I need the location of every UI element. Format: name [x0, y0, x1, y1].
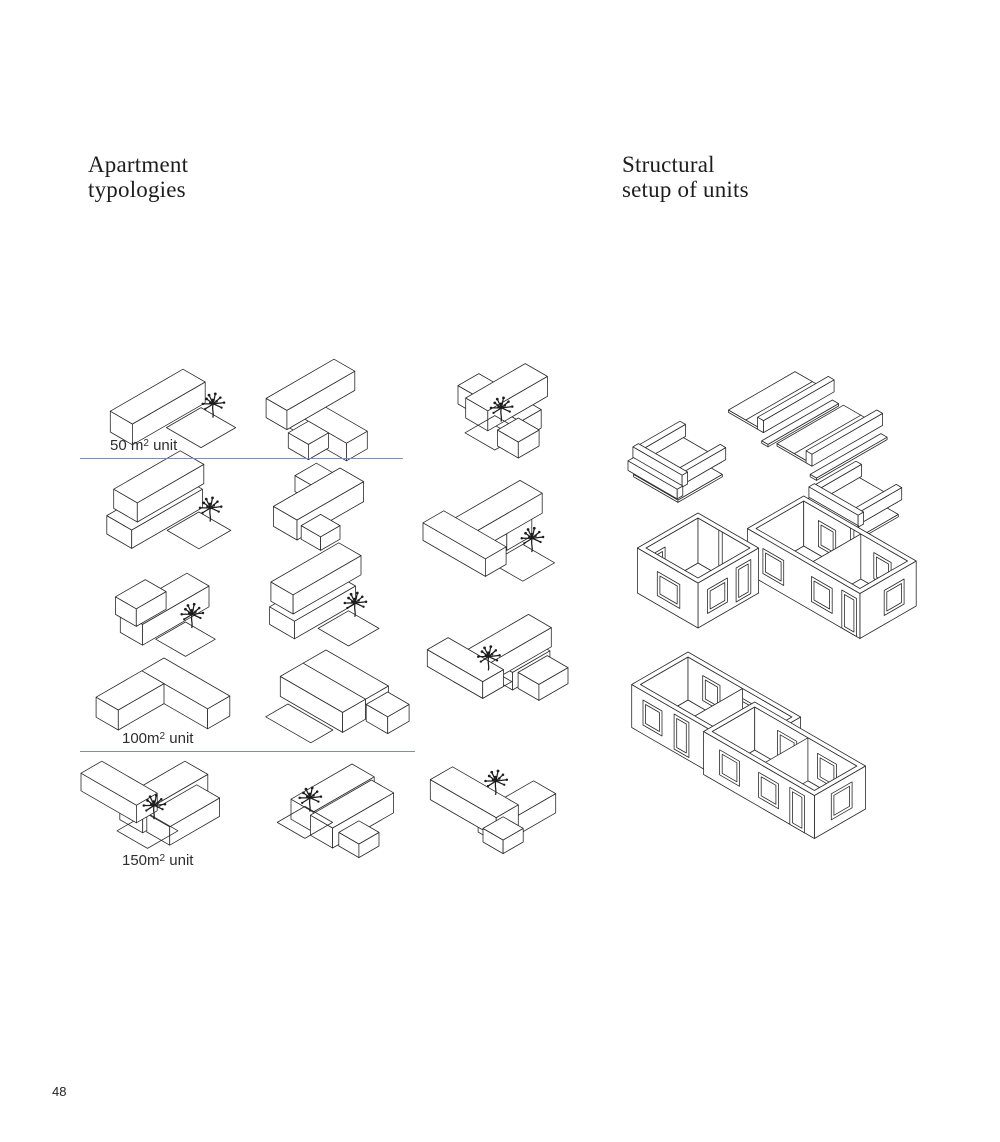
typology-diagram-50b: [262, 358, 442, 462]
typology-diagram-100g: [258, 640, 443, 748]
typology-diagram-100c: [420, 478, 605, 593]
label-150m2-suffix: unit: [165, 852, 194, 869]
page-number: 48: [52, 1084, 67, 1099]
label-150m2-text: 150m: [122, 852, 160, 869]
label-50m2-suffix: unit: [148, 437, 178, 454]
left-title-line2: typologies: [88, 177, 186, 202]
label-50m2-sup: 2: [143, 438, 149, 449]
label-150m2-unit: 150m2 unit: [122, 852, 193, 869]
structural-walls-upper-diagram: [618, 488, 938, 678]
label-50m2-text: 50 m: [110, 437, 144, 454]
typology-diagram-100a: [88, 450, 268, 558]
label-100m2-text: 100m: [122, 730, 160, 747]
structural-slab-left-diagram: [618, 408, 758, 523]
label-50m2-unit: 50 m2 unit: [80, 437, 403, 459]
typology-diagram-50c: [428, 352, 608, 459]
typology-diagram-100f: [92, 652, 267, 747]
right-section-title: Structural setup of units: [622, 152, 749, 202]
label-100m2-suffix: unit: [165, 730, 194, 747]
typology-diagram-100d: [88, 556, 268, 661]
typology-diagram-100b: [262, 452, 442, 552]
typology-diagram-150a: [78, 752, 273, 854]
typology-diagram-100h: [426, 612, 603, 712]
structural-walls-lower-diagram: [618, 645, 938, 845]
label-100m2-sup: 2: [159, 731, 166, 742]
structural-slab-pair-diagram: [680, 356, 940, 488]
typology-diagram-50a: [88, 362, 268, 457]
typology-diagram-150b: [272, 756, 452, 858]
right-title-line1: Structural: [622, 152, 715, 177]
left-section-title: Apartment typologies: [88, 152, 188, 202]
typology-diagram-100e: [258, 542, 438, 655]
typology-diagram-150c: [420, 748, 605, 854]
left-title-line1: Apartment: [88, 152, 189, 177]
right-title-line2: setup of units: [622, 177, 749, 202]
label-150m2-sup: 2: [159, 853, 166, 864]
label-100m2-unit: 100m2 unit: [80, 730, 415, 752]
